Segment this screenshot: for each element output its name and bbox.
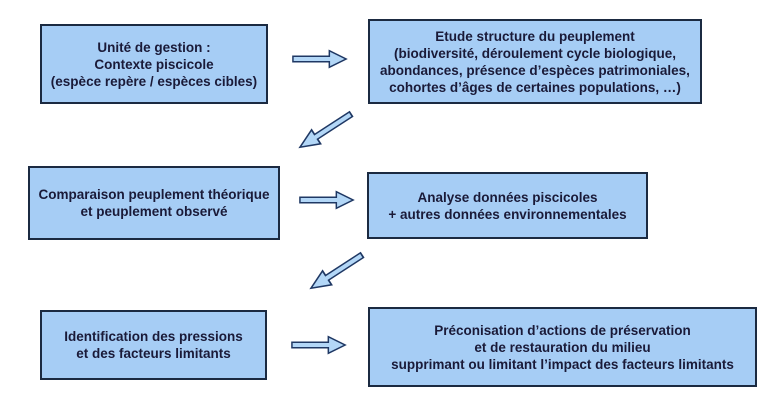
text-line: et peuplement observé [80, 204, 228, 219]
text-line: + autres données environnementales [388, 206, 627, 222]
text-line: Analyse données piscicoles [417, 189, 598, 205]
text-line: (biodiversité, déroulement cycle biologi… [393, 45, 677, 61]
text-line: et des facteurs limitants [76, 346, 231, 361]
text-line: Etude structure du peuplement [435, 28, 635, 44]
block-arrow-down-left-icon [298, 110, 354, 149]
text-line: Préconisation d’actions de préservation [434, 322, 691, 338]
block-arrow-right-icon [299, 190, 355, 210]
text-line: Identification des pressions [64, 329, 243, 344]
box-analyse-text: Analyse données piscicoles + autres donn… [388, 189, 626, 223]
box-identification: Identification des pressions et des fact… [40, 310, 267, 380]
text-line: supprimant ou limitant l’impact des fact… [391, 356, 734, 372]
text-line: et de restauration du milieu [474, 339, 651, 355]
box-comparaison: Comparaison peuplement théorique et peup… [28, 166, 280, 240]
box-unite-gestion-text: Unité de gestion : Contexte piscicole (e… [51, 39, 257, 90]
text-line: Comparaison peuplement théorique [38, 187, 270, 202]
text-line: (espèce repère / espèces cibles) [50, 73, 258, 89]
block-arrow-right-icon [292, 49, 348, 69]
box-comparaison-text: Comparaison peuplement théorique et peup… [38, 186, 269, 220]
box-etude-structure: Etude structure du peuplement (biodivers… [368, 19, 702, 104]
box-unite-gestion: Unité de gestion : Contexte piscicole (e… [40, 24, 268, 104]
text-line: abondances, présence d’espèces patrimoni… [380, 62, 690, 78]
text-line: Unité de gestion : [97, 39, 211, 55]
box-preconisation: Préconisation d’actions de préservation … [368, 307, 757, 387]
block-arrow-right-icon [291, 335, 347, 355]
box-analyse: Analyse données piscicoles + autres donn… [367, 172, 648, 239]
box-etude-structure-text: Etude structure du peuplement (biodivers… [380, 28, 690, 96]
text-line: Contexte piscicole [94, 56, 214, 72]
block-arrow-down-left-icon [309, 251, 365, 290]
box-identification-text: Identification des pressions et des fact… [64, 328, 243, 362]
box-preconisation-text: Préconisation d’actions de préservation … [391, 322, 734, 373]
text-line: cohortes d’âges de certaines populations… [389, 79, 681, 95]
